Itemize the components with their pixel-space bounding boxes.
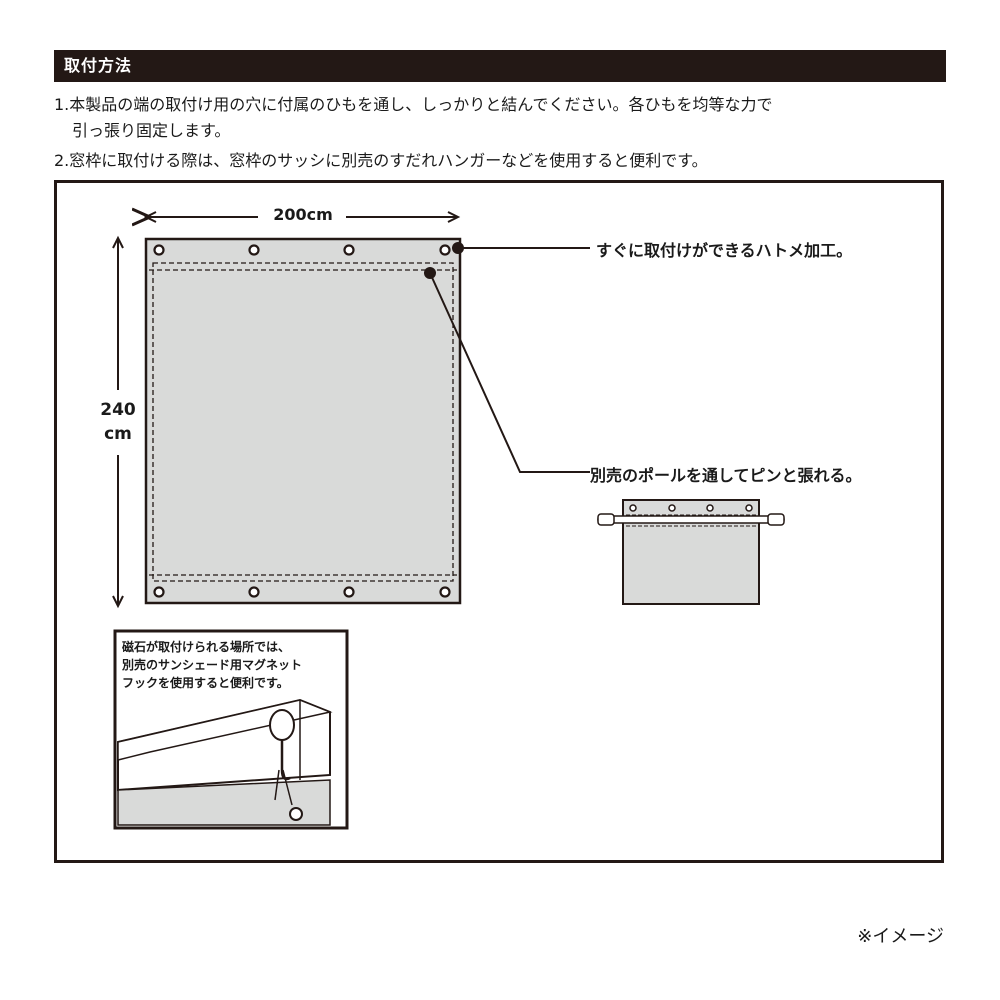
width-label: 200cm (273, 205, 333, 224)
height-label-number: 240 (100, 400, 136, 420)
magnet-note-line-2: 別売のサンシェード用マグネット (122, 658, 303, 672)
height-dimension-arrow (112, 235, 124, 609)
callout-pole-line (424, 267, 590, 473)
step-1-line-2: 引っ張り固定します。 (72, 121, 231, 140)
height-label-unit: cm (104, 424, 132, 444)
grommet-icon (153, 244, 451, 598)
step-2-line-1: 2.窓枠に取付ける際は、窓枠のサッシに別売のすだれハンガーなどを使用すると便利で… (54, 151, 708, 170)
callout-grommets-text: すぐに取付けができるハトメ加工。 (596, 241, 853, 260)
magnet-note-line-1: 磁石が取付けられる場所では、 (122, 640, 291, 654)
step-1-line-1: 1.本製品の端の取付け用の穴に付属のひもを通し、しっかりと結んでください。各ひも… (54, 95, 773, 114)
section-title: 取付方法 (54, 50, 946, 82)
magnet-note-line-3: フックを使用すると便利です。 (122, 676, 289, 690)
magnet-hook-inset (113, 629, 349, 830)
pole-illustration (597, 499, 785, 605)
callout-pole-text: 別売のポールを通してピンと張れる。 (590, 466, 862, 485)
callout-grommet-line (452, 242, 590, 254)
magnet-note: 磁石が取付けられる場所では、 別売のサンシェード用マグネット フックを使用すると… (122, 638, 344, 692)
image-disclaimer: ※イメージ (857, 926, 944, 947)
shade-panel (144, 237, 462, 605)
diagram-frame (54, 180, 944, 863)
width-dimension-arrow (146, 212, 461, 222)
